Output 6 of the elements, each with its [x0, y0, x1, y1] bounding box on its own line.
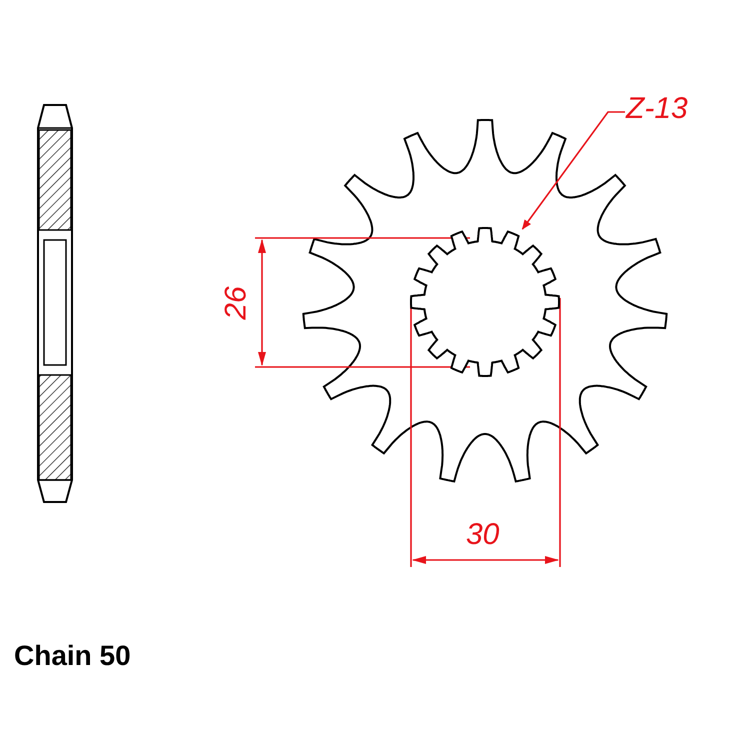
chain-size-label: Chain 50	[14, 642, 131, 670]
dimension-label: 30	[466, 520, 500, 550]
callout-label: Z-13	[626, 94, 688, 124]
leader-line	[522, 111, 625, 230]
spline-hole-drawing	[410, 227, 560, 377]
dimension-label: 26	[222, 286, 252, 320]
